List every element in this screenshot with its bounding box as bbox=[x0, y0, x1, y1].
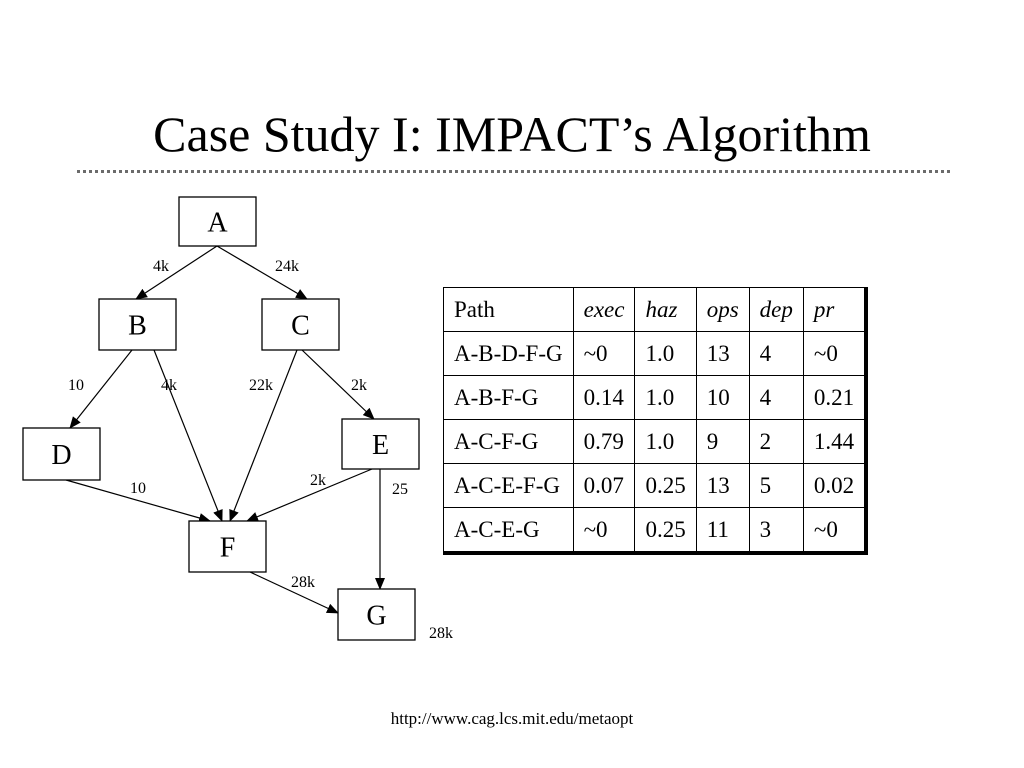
edge-label-e-f: 2k bbox=[310, 472, 326, 489]
node-e: E bbox=[341, 418, 420, 470]
table-cell: ~0 bbox=[802, 331, 867, 376]
node-box bbox=[261, 298, 340, 351]
node-box bbox=[341, 418, 420, 470]
table-cell: A-C-E-G bbox=[443, 507, 574, 554]
edge-label-d-f: 10 bbox=[130, 480, 146, 497]
edge-label-e-g: 25 bbox=[392, 481, 408, 498]
edge-label-b-f: 4k bbox=[161, 377, 177, 394]
table-cell: A-C-F-G bbox=[443, 419, 574, 464]
node-b: B bbox=[98, 298, 177, 351]
node-box bbox=[98, 298, 177, 351]
node-d: D bbox=[22, 427, 101, 481]
table-cell: 11 bbox=[695, 507, 750, 554]
table-cell: 9 bbox=[695, 419, 750, 464]
node-label: G bbox=[366, 601, 386, 632]
column-header-path: Path bbox=[443, 287, 574, 332]
edge-label-f-g: 28k bbox=[291, 574, 315, 591]
node-f: F bbox=[188, 520, 267, 573]
node-box bbox=[337, 588, 416, 641]
table-cell: ~0 bbox=[802, 507, 867, 554]
table-cell: 10 bbox=[695, 375, 750, 420]
table-cell: 13 bbox=[695, 463, 750, 508]
table-cell: 0.21 bbox=[802, 375, 867, 420]
edge-a-b bbox=[135, 245, 218, 300]
node-g: G bbox=[337, 588, 416, 641]
node-c: C bbox=[261, 298, 340, 351]
table-cell: 4 bbox=[748, 375, 804, 420]
column-header-pr: pr bbox=[802, 287, 867, 332]
node-a: A bbox=[178, 196, 257, 247]
node-label: F bbox=[220, 533, 236, 564]
table-cell: 3 bbox=[748, 507, 804, 554]
edge-label-b-d: 10 bbox=[68, 377, 84, 394]
edge-f-g bbox=[249, 571, 339, 614]
table-cell: 0.25 bbox=[634, 507, 697, 554]
edge-b-f bbox=[153, 349, 223, 522]
edge-d-f bbox=[65, 479, 211, 523]
table-cell: A-B-F-G bbox=[443, 375, 574, 420]
edge-c-e bbox=[301, 349, 375, 420]
footer-url: http://www.cag.lcs.mit.edu/metaopt bbox=[390, 709, 634, 728]
node-box bbox=[188, 520, 267, 573]
node-g-count-label: 28k bbox=[429, 625, 453, 642]
table-cell: 0.79 bbox=[572, 419, 636, 464]
table-cell: 1.0 bbox=[634, 419, 697, 464]
table-cell: 1.44 bbox=[802, 419, 867, 464]
table-cell: 0.14 bbox=[572, 375, 636, 420]
slide-title: Case Study I: IMPACT’s Algorithm bbox=[153, 106, 871, 162]
table-cell: A-C-E-F-G bbox=[443, 463, 574, 508]
node-label: B bbox=[128, 311, 147, 342]
edge-label-c-f: 22k bbox=[249, 377, 273, 394]
node-label: E bbox=[372, 430, 389, 461]
node-label: A bbox=[207, 208, 228, 239]
node-box bbox=[22, 427, 101, 481]
title-divider bbox=[77, 170, 950, 173]
edge-label-a-b: 4k bbox=[153, 258, 169, 275]
column-header-exec: exec bbox=[572, 287, 636, 332]
edge-label-c-e: 2k bbox=[351, 377, 367, 394]
column-header-dep: dep bbox=[748, 287, 804, 332]
table-cell: 0.07 bbox=[572, 463, 636, 508]
edge-e-f bbox=[246, 468, 373, 522]
table-cell: 0.25 bbox=[634, 463, 697, 508]
edge-a-c bbox=[216, 245, 308, 300]
edge-b-d bbox=[69, 349, 133, 429]
table-cell: 2 bbox=[748, 419, 804, 464]
node-box bbox=[178, 196, 257, 247]
table-cell: 1.0 bbox=[634, 375, 697, 420]
node-label: D bbox=[51, 440, 71, 471]
node-label: C bbox=[291, 311, 310, 342]
column-header-haz: haz bbox=[634, 287, 697, 332]
table-cell: ~0 bbox=[572, 331, 636, 376]
table-cell: A-B-D-F-G bbox=[443, 331, 574, 376]
edge-label-a-c: 24k bbox=[275, 258, 299, 275]
table-cell: 0.02 bbox=[802, 463, 867, 508]
table-cell: ~0 bbox=[572, 507, 636, 554]
table-cell: 5 bbox=[748, 463, 804, 508]
edge-c-f bbox=[229, 349, 298, 522]
table-cell: 4 bbox=[748, 331, 804, 376]
table-cell: 1.0 bbox=[634, 331, 697, 376]
table-cell: 13 bbox=[695, 331, 750, 376]
column-header-ops: ops bbox=[695, 287, 750, 332]
